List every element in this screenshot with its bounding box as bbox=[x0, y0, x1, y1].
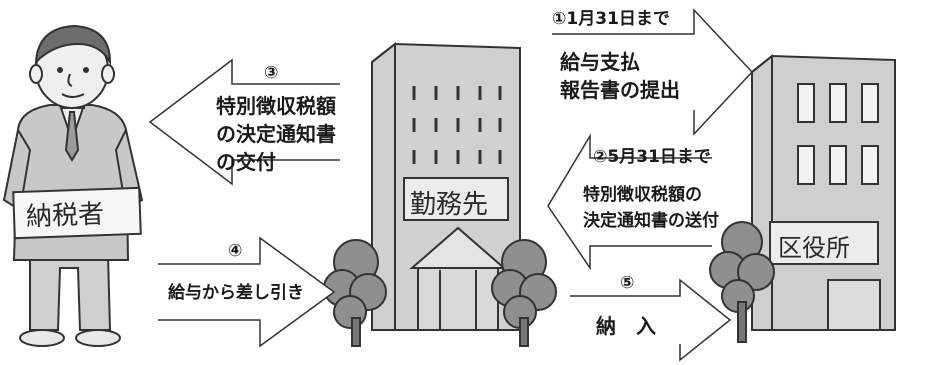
step2-line1: 特別徴収税額の bbox=[583, 185, 702, 205]
taxpayer-figure bbox=[2, 24, 144, 347]
step1-line2: 報告書の提出 bbox=[560, 78, 680, 102]
step1-line1: 給与支払 bbox=[560, 50, 640, 74]
step2-number: ② bbox=[593, 147, 608, 167]
step2-deadline: 5月31日まで bbox=[607, 147, 711, 167]
step4-number: ④ bbox=[228, 241, 243, 261]
step3-number: ③ bbox=[264, 63, 279, 83]
ward-office-sign: 区役所 bbox=[778, 234, 850, 262]
arrow-step4 bbox=[158, 236, 336, 348]
step5-number: ⑤ bbox=[620, 273, 635, 293]
tree-right bbox=[491, 239, 557, 347]
step5-line1: 納 入 bbox=[596, 314, 656, 338]
step1-header: ①1月31日まで bbox=[552, 8, 670, 30]
step3-line1: 特別徴収税額 bbox=[216, 94, 336, 118]
step4-line1: 給与から差し引き bbox=[168, 283, 304, 303]
tree-ward bbox=[709, 221, 775, 343]
step3-line2: の決定通知書 bbox=[216, 122, 336, 146]
taxpayer-sign: 納税者 bbox=[25, 199, 105, 233]
step2-header: ②5月31日まで bbox=[593, 146, 711, 168]
ward-office-building bbox=[751, 53, 896, 331]
arrow-step5 bbox=[570, 278, 732, 362]
arrow-step1 bbox=[552, 8, 754, 136]
step1-number: ① bbox=[552, 9, 567, 29]
step3-line3: の交付 bbox=[216, 150, 276, 174]
arrow-step3 bbox=[148, 58, 340, 186]
employer-building bbox=[371, 41, 521, 331]
step1-deadline: 1月31日まで bbox=[566, 9, 670, 29]
arrow-step2 bbox=[547, 133, 712, 271]
tree-left bbox=[323, 239, 387, 347]
employer-sign: 勤務先 bbox=[410, 190, 489, 220]
step2-line2: 決定通知書の送付 bbox=[583, 211, 719, 231]
